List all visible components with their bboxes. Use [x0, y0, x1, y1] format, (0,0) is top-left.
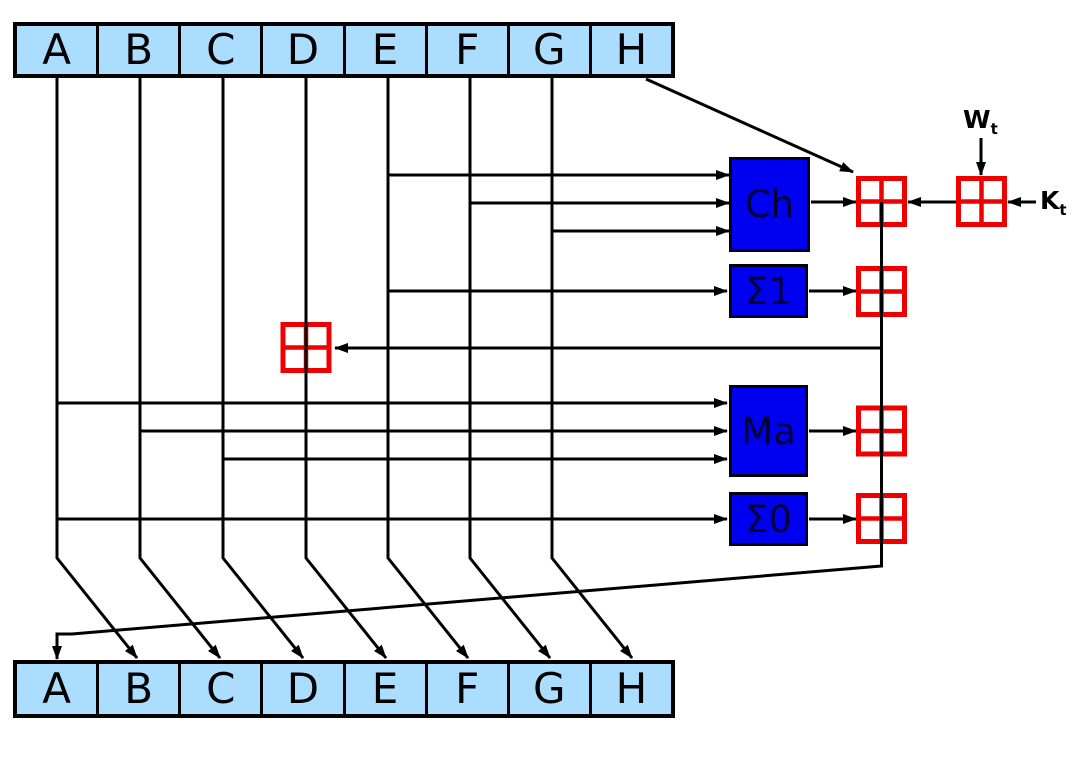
register-top-h: H — [588, 26, 671, 74]
wire-t-chain-to-new-a — [52, 202, 883, 660]
register-bottom-f: F — [424, 664, 507, 714]
register-row-bottom: A B C D E F G H — [13, 660, 675, 718]
register-bottom-e: E — [342, 664, 425, 714]
register-top-d: D — [260, 26, 342, 74]
wire-g-shift-to-h — [550, 75, 634, 659]
register-bottom-a: A — [42, 664, 71, 713]
label-wt: Wt — [963, 107, 998, 137]
label-kt-sub: t — [1059, 201, 1067, 219]
wire-h-to-adder1 — [645, 77, 854, 174]
register-row-top: A B C D E F G H — [13, 22, 675, 78]
function-box-sigma1: Σ1 — [729, 264, 808, 318]
register-top-c: C — [178, 26, 260, 74]
wire-b-shift-to-c — [138, 75, 222, 659]
function-box-maj: Ma — [729, 385, 808, 477]
label-wt-sub: t — [990, 120, 998, 138]
wire-d-shift-to-e — [304, 75, 388, 659]
register-top-e: E — [342, 26, 425, 74]
register-bottom-c: C — [178, 664, 260, 714]
through-wires — [52, 75, 883, 660]
function-box-sigma0: Σ0 — [729, 492, 808, 546]
register-wires — [55, 75, 854, 659]
label-wt-base: W — [963, 105, 991, 134]
label-kt: Kt — [1040, 188, 1067, 218]
label-kt-base: K — [1040, 186, 1060, 215]
function-box-ch: Ch — [729, 157, 810, 252]
register-top-g: G — [506, 26, 589, 74]
adder-feed-wires — [334, 138, 1036, 524]
wire-c-shift-to-d — [221, 75, 305, 659]
register-top-b: B — [96, 26, 178, 74]
register-top-f: F — [424, 26, 507, 74]
wire-a-shift-to-b — [55, 75, 139, 659]
register-top-a: A — [42, 25, 71, 74]
adder-wk — [956, 176, 1007, 227]
register-bottom-d: D — [260, 664, 342, 714]
wire-f-shift-to-g — [468, 75, 552, 659]
register-bottom-b: B — [96, 664, 178, 714]
wire-e-shift-to-f — [386, 75, 470, 659]
register-bottom-h: H — [588, 664, 671, 714]
register-bottom-g: G — [506, 664, 589, 714]
adder-boxes — [280, 176, 1007, 544]
